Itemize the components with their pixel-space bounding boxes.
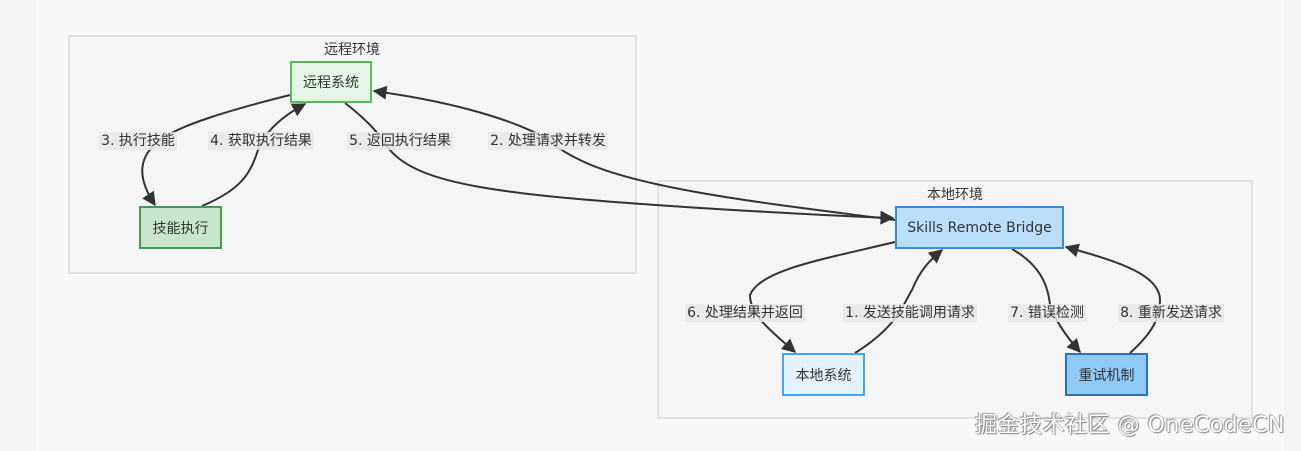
edge-retry-to-bridge	[1064, 243, 1162, 354]
node-label: Skills Remote Bridge	[907, 219, 1052, 236]
node-label: 远程系统	[303, 75, 359, 91]
node-remote-system[interactable]: 远程系统	[290, 61, 372, 103]
edge-label-e7: 7. 错误检测	[1008, 304, 1086, 322]
edge-bridge-to-local_system	[748, 241, 896, 353]
edge-skill_exec-to-remote_system	[201, 103, 307, 207]
edge-label-e4: 4. 获取执行结果	[208, 132, 314, 150]
node-bridge[interactable]: Skills Remote Bridge	[895, 206, 1064, 249]
node-skill-exec[interactable]: 技能执行	[139, 206, 222, 249]
cluster-title-local: 本地环境	[927, 187, 983, 203]
cluster-title-remote: 远程环境	[324, 42, 380, 58]
edge-label-e5: 5. 返回执行结果	[347, 132, 453, 150]
edge-label-e1: 1. 发送技能调用请求	[843, 304, 977, 322]
edge-local_system-to-bridge	[854, 249, 944, 354]
edge-remote_system-to-skill_exec	[141, 94, 291, 207]
edge-label-e3: 3. 执行技能	[99, 132, 177, 150]
edge-bridge-to-retry	[1011, 248, 1081, 354]
node-local-system[interactable]: 本地系统	[782, 353, 865, 396]
edge-label-e8: 8. 重新发送请求	[1118, 304, 1224, 322]
edge-remote_system-to-bridge	[344, 102, 895, 225]
watermark: 掘金技术社区 @ OneCodeCN	[975, 413, 1285, 438]
node-label: 本地系统	[795, 367, 852, 384]
edge-bridge-to-remote_system	[372, 85, 896, 221]
edge-label-e6: 6. 处理结果并返回	[685, 304, 805, 322]
node-label: 重试机制	[1078, 367, 1135, 384]
node-retry[interactable]: 重试机制	[1065, 353, 1148, 396]
edge-label-e2: 2. 处理请求并转发	[488, 132, 608, 150]
node-label: 技能执行	[152, 220, 209, 237]
